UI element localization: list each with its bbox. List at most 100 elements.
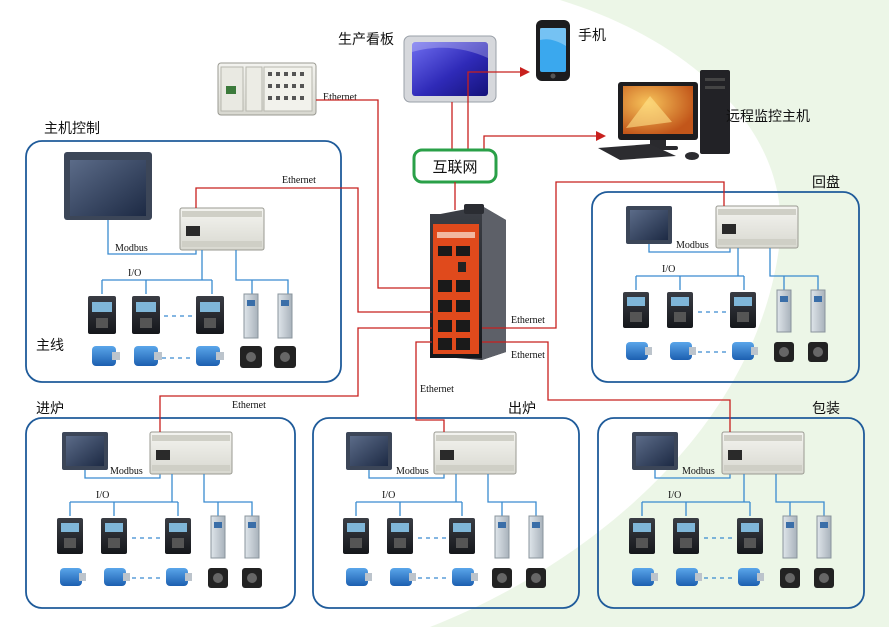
jinlu-servo-drive [210, 515, 226, 559]
chulu-drive [343, 518, 369, 554]
baozhuang-servo-drive [782, 515, 798, 559]
main-plc [179, 207, 265, 251]
main-hmi [64, 152, 152, 220]
huipan-plc [715, 205, 799, 249]
main-ethernet-label: Ethernet [282, 175, 316, 186]
main-servo-drive [277, 293, 293, 339]
huipan-title: 回盘 [812, 174, 840, 191]
huipan-io-bus [635, 248, 819, 290]
huipan-motor [732, 342, 758, 360]
main-modbus-link [107, 220, 197, 255]
internet-to-remote-link [483, 135, 598, 150]
main-line-label: 主线 [36, 338, 64, 354]
jinlu-servo-motor [242, 568, 262, 588]
main-motor [196, 346, 224, 366]
baozhuang-drive [673, 518, 699, 554]
huipan-servo-drive [776, 289, 792, 333]
baozhuang-servo-motor [814, 568, 834, 588]
chulu-servo-motor [526, 568, 546, 588]
huipan-panel [591, 191, 860, 383]
main-modbus-label: Modbus [115, 243, 148, 254]
main-servo-drive [243, 293, 259, 339]
jinlu-motor [60, 568, 86, 586]
jinlu-servo-drive [244, 515, 260, 559]
phone-icon [536, 20, 570, 81]
baozhuang-ethernet-link [482, 341, 731, 432]
production-board-label: 生产看板 [338, 32, 394, 48]
baozhuang-io-bus [641, 474, 825, 516]
chulu-motor [452, 568, 478, 586]
baozhuang-io-label: I/O [668, 490, 681, 501]
jinlu-modbus-link [84, 470, 161, 479]
jinlu-modbus-label: Modbus [110, 466, 143, 477]
chulu-drive [449, 518, 475, 554]
chulu-modbus-label: Modbus [396, 466, 429, 477]
chulu-servo-drive [528, 515, 544, 559]
main-io-label: I/O [128, 268, 141, 279]
jinlu-motor [166, 568, 192, 586]
huipan-motor [670, 342, 696, 360]
baozhuang-modbus-link [654, 470, 731, 479]
huipan-ethernet-link [482, 181, 725, 329]
top-plc [217, 62, 317, 116]
chulu-motor [390, 568, 416, 586]
baozhuang-title: 包装 [812, 401, 840, 417]
chulu-title: 出炉 [508, 401, 536, 417]
internet-label: 互联网 [432, 158, 477, 176]
ethernet-switch [430, 204, 506, 360]
jinlu-title: 进炉 [36, 401, 64, 417]
chulu-servo-motor [492, 568, 512, 588]
baozhuang-motor [632, 568, 658, 586]
baozhuang-plc [721, 431, 805, 475]
main-servo-motor [274, 346, 296, 368]
baozhuang-drive [737, 518, 763, 554]
chulu-plc [433, 431, 517, 475]
jinlu-drive [57, 518, 83, 554]
main-io-bus [101, 250, 289, 294]
huipan-io-label: I/O [662, 264, 675, 275]
internet-to-phone-link [467, 71, 522, 150]
huipan-drive [667, 292, 693, 328]
huipan-motor [626, 342, 652, 360]
main-control-panel [25, 140, 342, 383]
main-drive [88, 296, 116, 334]
huipan-drive [623, 292, 649, 328]
top-plc-ethernet-link [316, 99, 432, 289]
baozhuang-modbus-label: Modbus [682, 466, 715, 477]
phone-label: 手机 [578, 28, 606, 44]
jinlu-hmi [62, 432, 108, 470]
baozhuang-motor [676, 568, 702, 586]
baozhuang-drive [629, 518, 655, 554]
chulu-motor [346, 568, 372, 586]
huipan-modbus-label: Modbus [676, 240, 709, 251]
baozhuang-servo-motor [780, 568, 800, 588]
baozhuang-ethernet-label: Ethernet [511, 350, 545, 361]
huipan-servo-drive [810, 289, 826, 333]
jinlu-servo-motor [208, 568, 228, 588]
huipan-hmi [626, 206, 672, 244]
jinlu-drive [101, 518, 127, 554]
baozhuang-hmi [632, 432, 678, 470]
jinlu-drive [165, 518, 191, 554]
main-motor [92, 346, 120, 366]
huipan-drive [730, 292, 756, 328]
chulu-ethernet-link [415, 341, 445, 432]
chulu-io-label: I/O [382, 490, 395, 501]
remote-arrow [596, 131, 606, 141]
chulu-drive [387, 518, 413, 554]
jinlu-io-label: I/O [96, 490, 109, 501]
remote-monitor-icon [598, 70, 730, 160]
remote-monitor-label: 远程监控主机 [726, 109, 810, 125]
jinlu-ethernet-label: Ethernet [232, 400, 266, 411]
huipan-servo-motor [774, 342, 794, 362]
main-ethernet-link [195, 187, 432, 313]
jinlu-ethernet-link [159, 327, 432, 432]
main-drive [132, 296, 160, 334]
chulu-ethernet-label: Ethernet [420, 384, 454, 395]
main-motor [134, 346, 162, 366]
main-drive [196, 296, 224, 334]
top-plc-ethernet-label: Ethernet [323, 92, 357, 103]
baozhuang-motor [738, 568, 764, 586]
main-control-title: 主机控制 [44, 121, 100, 137]
